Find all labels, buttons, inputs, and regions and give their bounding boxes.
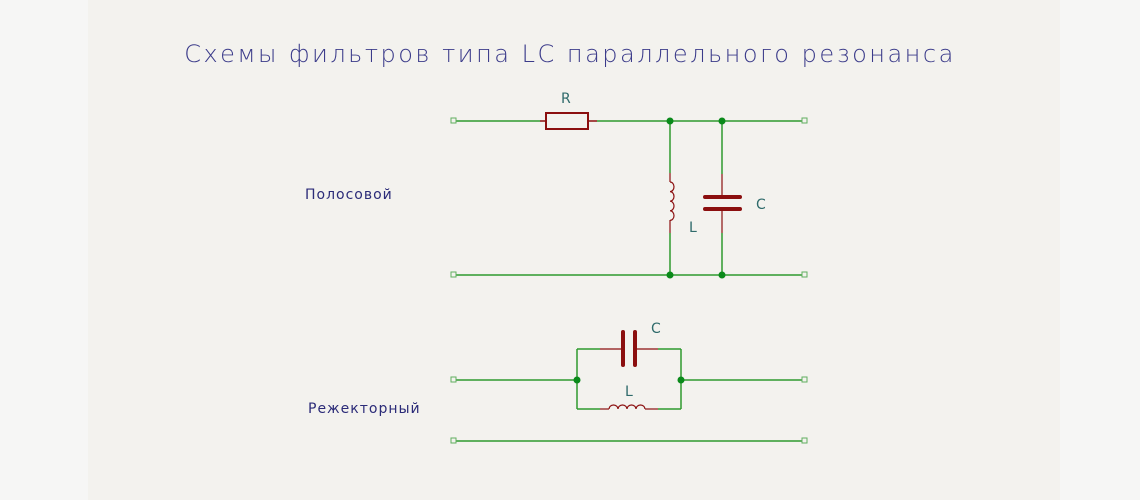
junction-dot (666, 271, 674, 279)
junction-dot (718, 117, 726, 125)
terminal-input-bottom (450, 437, 457, 444)
terminal-input-top (450, 376, 457, 383)
inductor-l2 (608, 404, 646, 410)
bandpass-label: Полосовой (305, 187, 393, 203)
terminal-output-top (801, 117, 808, 124)
bandpass-circuit: R L C (450, 91, 808, 279)
inductor-ref: L (689, 220, 697, 236)
inductor-l (669, 181, 675, 221)
terminal-input-top (450, 117, 457, 124)
resistor-ref: R (561, 91, 571, 107)
schematic-sheet (88, 0, 1060, 500)
terminal-output-top (801, 376, 808, 383)
terminal-output-bottom (801, 271, 808, 278)
junction-dot (666, 117, 674, 125)
diagram-title: Схемы фильтров типа LC параллельного рез… (184, 40, 956, 68)
resistor-r (545, 112, 589, 130)
capacitor-ref: C (756, 197, 766, 213)
junction-dot (718, 271, 726, 279)
junction-dot (573, 376, 581, 384)
bandstop-circuit: C L (450, 321, 808, 444)
inductor2-ref: L (625, 384, 633, 400)
terminal-input-bottom (450, 271, 457, 278)
capacitor2-ref: C (651, 321, 661, 337)
terminal-output-bottom (801, 437, 808, 444)
bandstop-label: Режекторный (308, 401, 421, 417)
junction-dot (677, 376, 685, 384)
